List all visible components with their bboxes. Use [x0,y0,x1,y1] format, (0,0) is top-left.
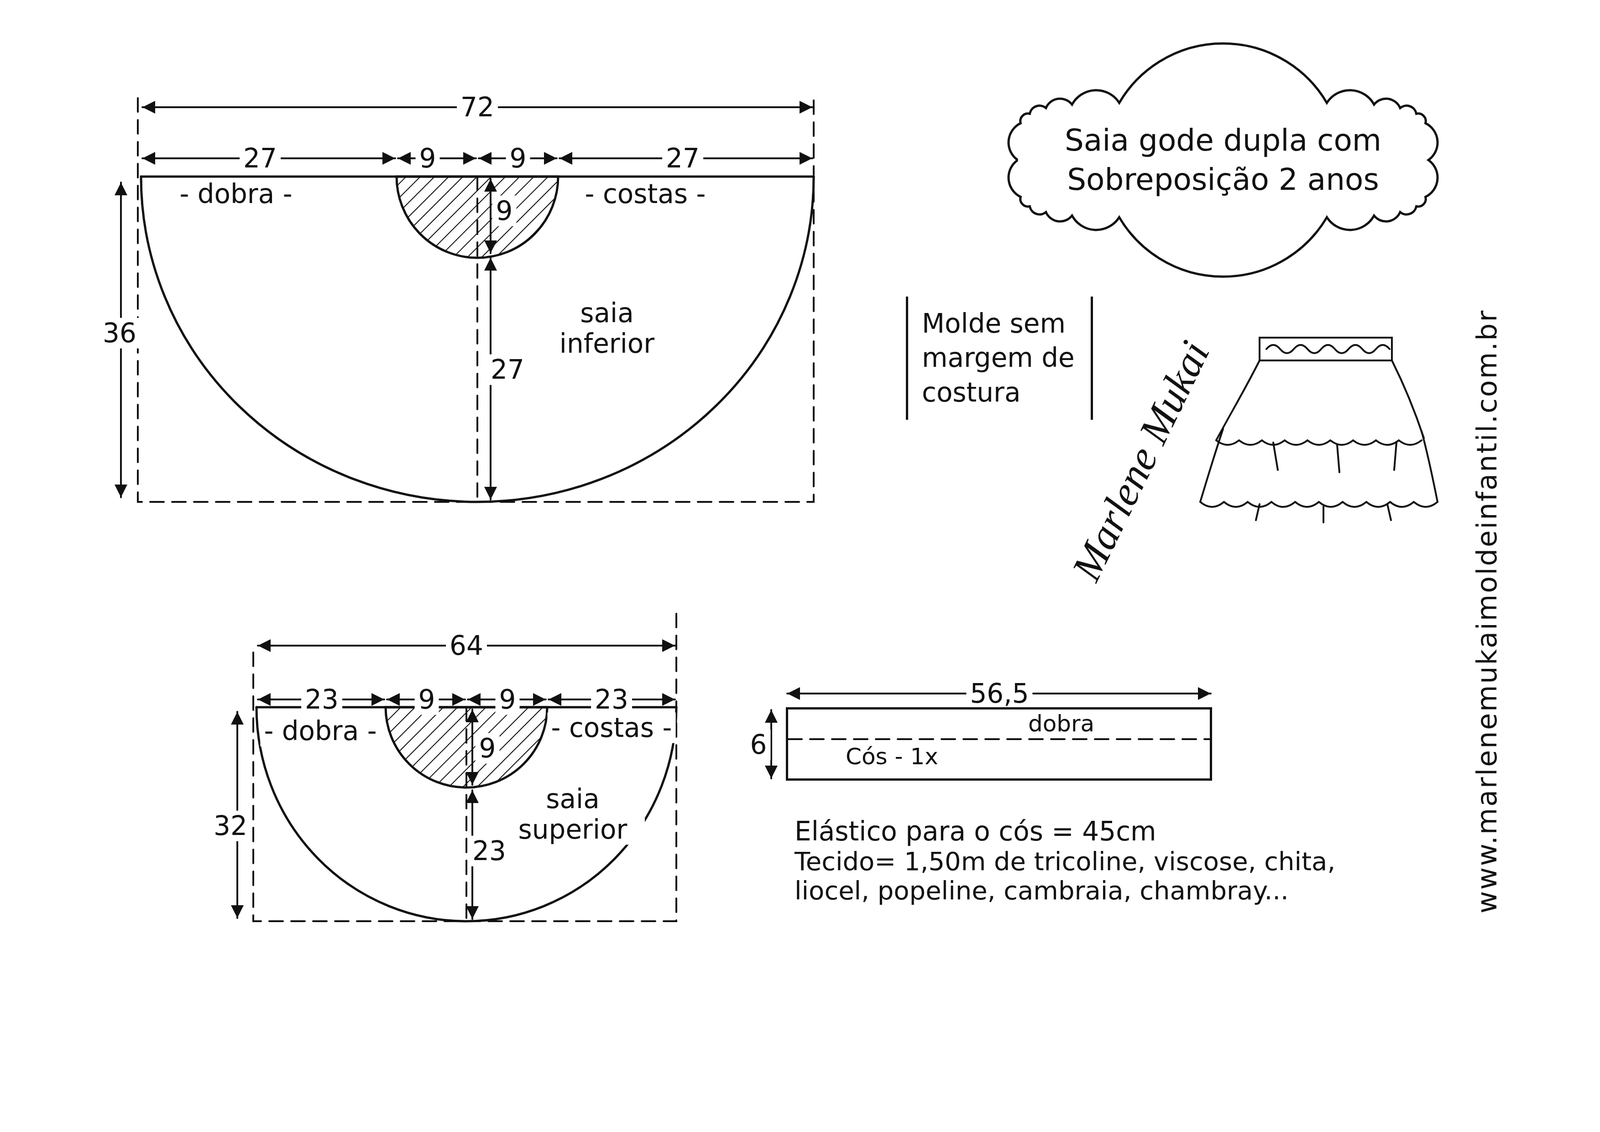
dimension-label: 32 [209,810,251,842]
waistband-piece: dobraCós - 1x [785,707,1213,781]
dimension-label: 27 [486,354,529,386]
dimension-label: - dobra - [260,716,381,747]
upper-skirt-piece [253,611,677,922]
note-text: Tecido= 1,50m de tricoline, viscose, chi… [790,847,1406,906]
dimension-label: saia inferior [534,298,680,359]
dimension-label: 23 [590,684,633,716]
dimension-label: 36 [99,318,141,349]
dimension-label: - dobra - [175,178,296,210]
dimension-label: 27 [662,143,704,174]
dimension-label: 9 [506,143,531,174]
dimension-label: saia superior [500,784,645,845]
dimension-label: 72 [456,92,498,123]
dimension-label: 9 [414,684,440,716]
cloud-path [1008,43,1438,277]
piece-name: Cós - 1x [842,744,942,770]
node-text: Molde sem margem de costura [921,306,1078,410]
dimension-label: 9 [415,143,440,174]
skirt-illustration [1200,337,1438,523]
node-text: Saia gode dupla com Sobreposição 2 anos [1054,120,1392,200]
signature: Marlene Mukai [1060,330,1222,592]
dimension-label: 9 [475,733,500,764]
dimension-label: 23 [301,684,343,716]
dimension-label: - costas - [547,712,676,744]
website-watermark: www.marlenemukaimoldeinfantil.com.br [1471,305,1503,918]
lower-skirt-piece [137,98,814,502]
dimension-label: - costas - [581,178,710,210]
dimension-label: 27 [239,143,281,174]
dimension-label: 9 [495,684,520,716]
note-box: Molde sem margem de costura [905,296,1093,420]
fold-label: dobra [1025,711,1098,737]
dimension-lines [120,107,1211,920]
dimension-label: 56,5 [966,678,1033,710]
dimension-label: 9 [492,195,517,227]
fold-line [788,738,1210,741]
cloud-outline [1003,88,1443,232]
title-cloud: Saia gode dupla com Sobreposição 2 anos [1003,88,1443,232]
dimension-label: 6 [746,729,771,761]
note-text: Elástico para o cós = 45cm [790,816,1161,848]
dimension-label: 64 [445,630,487,662]
dimension-label: 23 [468,836,510,867]
